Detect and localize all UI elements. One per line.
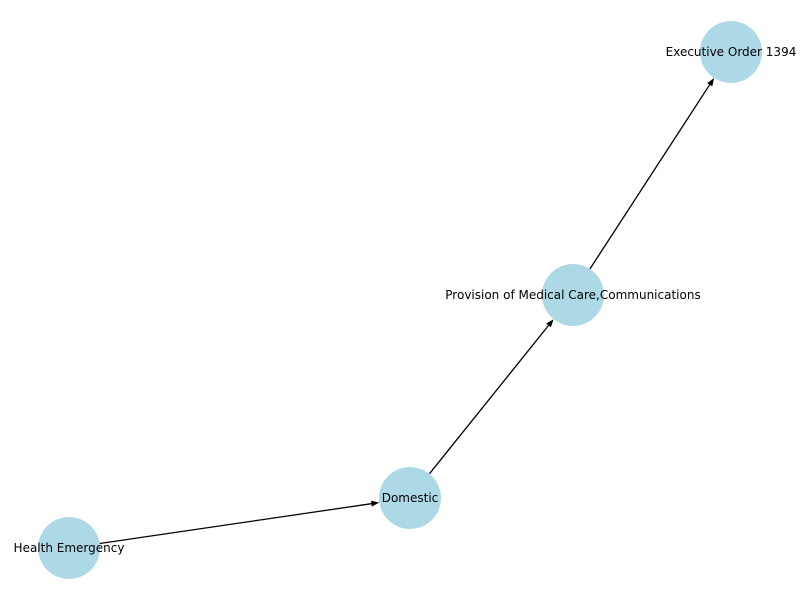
node-health-emergency	[38, 517, 100, 579]
labels-layer: Health Emergency Domestic Provision of M…	[14, 45, 797, 555]
node-label-health-emergency: Health Emergency	[14, 541, 125, 555]
node-domestic	[379, 467, 441, 529]
node-label-domestic: Domestic	[382, 491, 439, 505]
node-provision	[542, 264, 604, 326]
node-label-executive-order: Executive Order 1394	[666, 45, 797, 59]
edge-provision-to-executive-order	[589, 84, 711, 270]
arrow-head-provision	[546, 319, 554, 328]
node-label-provision: Provision of Medical Care,Communications	[445, 288, 700, 302]
arrow-head-executive-order	[707, 78, 715, 87]
edge-health-emergency-to-domestic	[99, 503, 372, 545]
edge-domestic-to-provision	[428, 324, 550, 475]
node-executive-order	[700, 21, 762, 83]
arrow-head-domestic	[371, 500, 380, 507]
nodes-layer	[38, 21, 762, 579]
edges-layer	[99, 78, 715, 545]
